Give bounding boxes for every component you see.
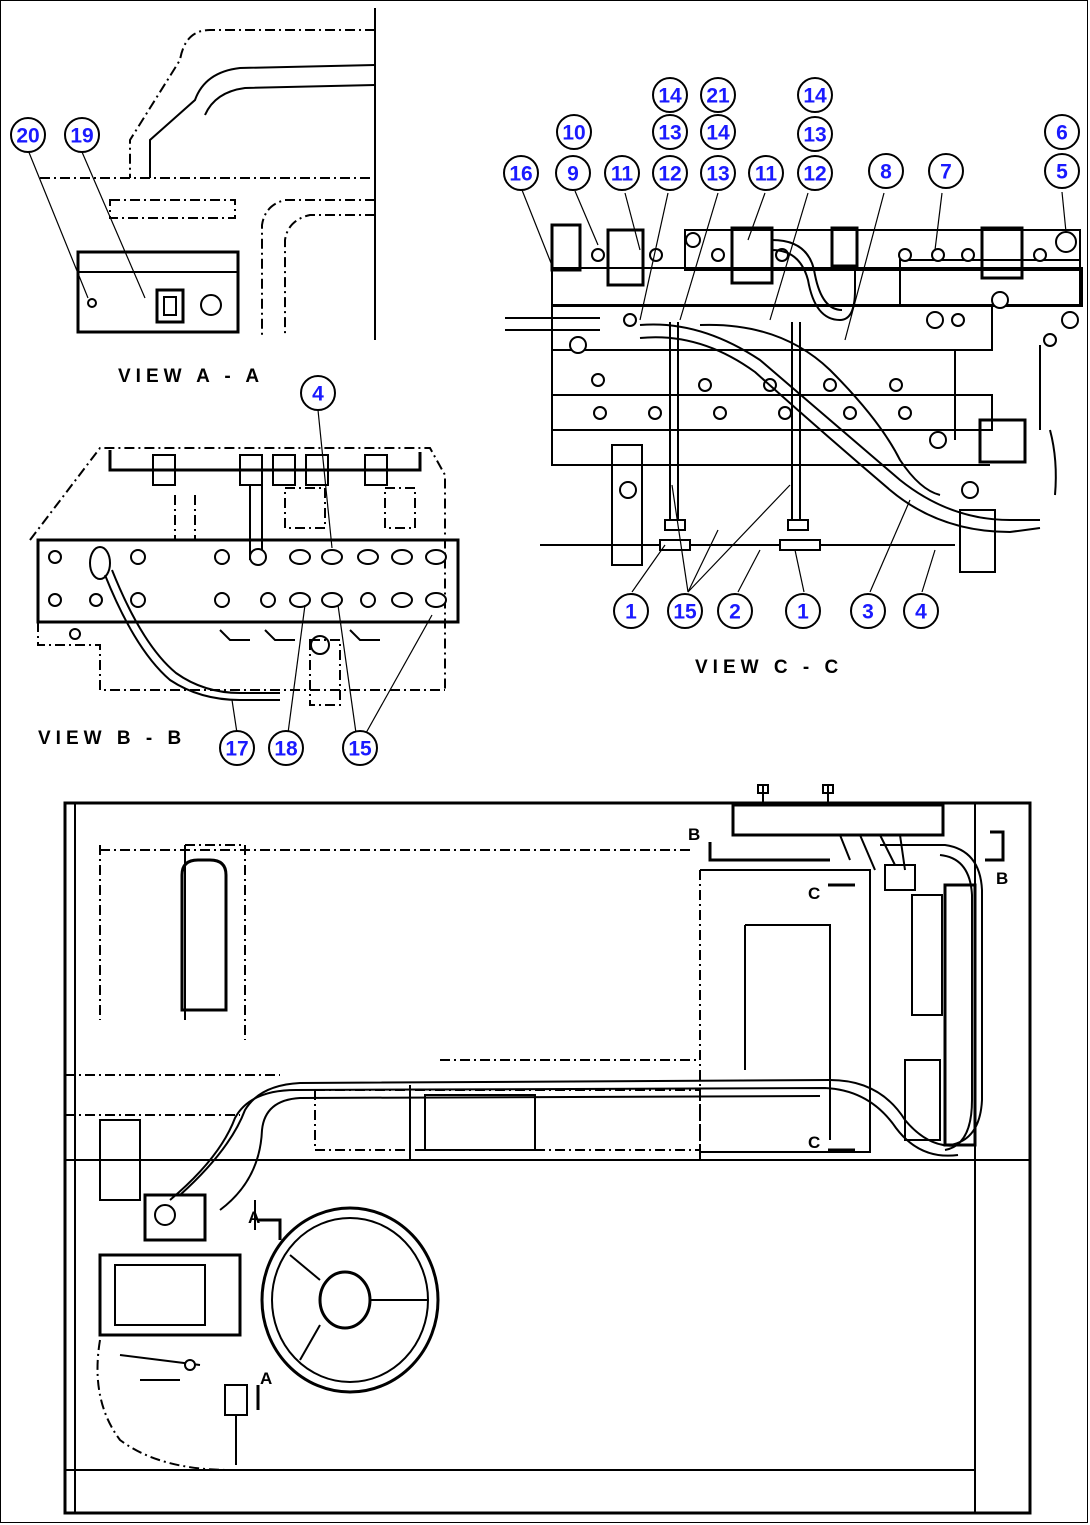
callout-vc-12-b: 12 [797, 155, 833, 191]
callout-vc-5: 5 [1044, 153, 1080, 189]
callout-vc-16: 16 [503, 155, 539, 191]
callout-vc-11-b: 11 [748, 155, 784, 191]
steering-wheel [260, 1206, 440, 1394]
section-markers [256, 830, 1005, 1410]
svg-text:19: 19 [70, 125, 93, 148]
callout-vc-1-b: 1 [785, 593, 821, 629]
svg-text:5: 5 [1056, 161, 1068, 184]
svg-text:13: 13 [706, 163, 729, 186]
callout-vc-2: 2 [717, 593, 753, 629]
svg-text:3: 3 [862, 601, 874, 624]
callout-vc-3: 3 [850, 593, 886, 629]
svg-text:14: 14 [803, 85, 827, 108]
callout-va-19: 19 [64, 117, 100, 153]
callout-vc-13-b: 13 [700, 155, 736, 191]
view-c-label: VIEW C - C [695, 657, 843, 678]
callout-va-20: 20 [10, 117, 46, 153]
svg-text:17: 17 [225, 738, 248, 761]
top-valve-bank [731, 784, 945, 891]
section-a-upper-label: A [248, 1208, 260, 1227]
svg-text:20: 20 [16, 125, 39, 148]
solenoids-c [550, 223, 1027, 573]
svg-text:13: 13 [658, 122, 681, 145]
svg-text:16: 16 [509, 163, 532, 186]
svg-text:12: 12 [803, 163, 826, 186]
callout-vc-9: 9 [555, 155, 591, 191]
svg-text:15: 15 [348, 738, 372, 761]
section-b-right-label: B [996, 869, 1008, 888]
section-a-lower-label: A [260, 1369, 272, 1388]
steering-column-assembly [96, 1193, 256, 1471]
callout-vc-4: 4 [903, 593, 939, 629]
bolts-c [569, 231, 1079, 499]
callout-vb-18: 18 [268, 730, 304, 766]
view-a-drawing: VIEW A - A [27, 8, 376, 387]
callout-vc-13-c: 13 [797, 116, 833, 152]
callout-vb-15: 15 [342, 730, 378, 766]
callout-vc-8: 8 [868, 153, 904, 189]
main-view-drawing [63, 784, 1032, 1515]
callout-vc-10: 10 [556, 114, 592, 150]
callout-vb-17: 17 [219, 730, 255, 766]
svg-text:14: 14 [658, 85, 682, 108]
section-c-lower-label: C [808, 1133, 820, 1152]
svg-text:8: 8 [880, 161, 892, 184]
svg-text:11: 11 [755, 163, 778, 186]
svg-text:21: 21 [706, 85, 730, 108]
view-c-drawing: VIEW C - C [505, 189, 1083, 678]
callout-vc-7: 7 [928, 153, 964, 189]
view-b-label: VIEW B - B [38, 728, 186, 749]
callout-vc-12-a: 12 [652, 155, 688, 191]
valve-row-b [152, 454, 416, 560]
svg-text:11: 11 [611, 163, 634, 186]
svg-text:1: 1 [797, 601, 809, 624]
section-c-upper-label: C [808, 884, 820, 903]
callout-vc-14-b: 14 [700, 114, 736, 150]
svg-text:4: 4 [312, 383, 324, 406]
svg-text:18: 18 [274, 738, 298, 761]
svg-text:1: 1 [625, 601, 637, 624]
callout-vc-21: 21 [700, 77, 736, 113]
svg-text:12: 12 [658, 163, 681, 186]
svg-text:4: 4 [915, 601, 927, 624]
svg-text:7: 7 [940, 161, 952, 184]
svg-text:10: 10 [562, 122, 585, 145]
svg-text:2: 2 [729, 601, 741, 624]
callout-vc-14-a: 14 [652, 77, 688, 113]
svg-text:15: 15 [673, 601, 697, 624]
hose-routing [169, 844, 983, 1211]
view-b-drawing: VIEW B - B [29, 409, 460, 749]
callout-vc-13-a: 13 [652, 114, 688, 150]
callout-vc-15: 15 [667, 593, 703, 629]
callout-vc-1-a: 1 [613, 593, 649, 629]
svg-text:14: 14 [706, 122, 730, 145]
callout-vb-4: 4 [300, 375, 336, 411]
fittings-b [48, 546, 447, 706]
callout-vc-14-c: 14 [797, 77, 833, 113]
view-a-label: VIEW A - A [118, 366, 264, 387]
section-b-left-label: B [688, 825, 700, 844]
svg-text:9: 9 [567, 163, 579, 186]
svg-text:6: 6 [1056, 122, 1068, 145]
callout-vc-11-a: 11 [604, 155, 640, 191]
callout-vc-6: 6 [1044, 114, 1080, 150]
svg-text:13: 13 [803, 124, 826, 147]
